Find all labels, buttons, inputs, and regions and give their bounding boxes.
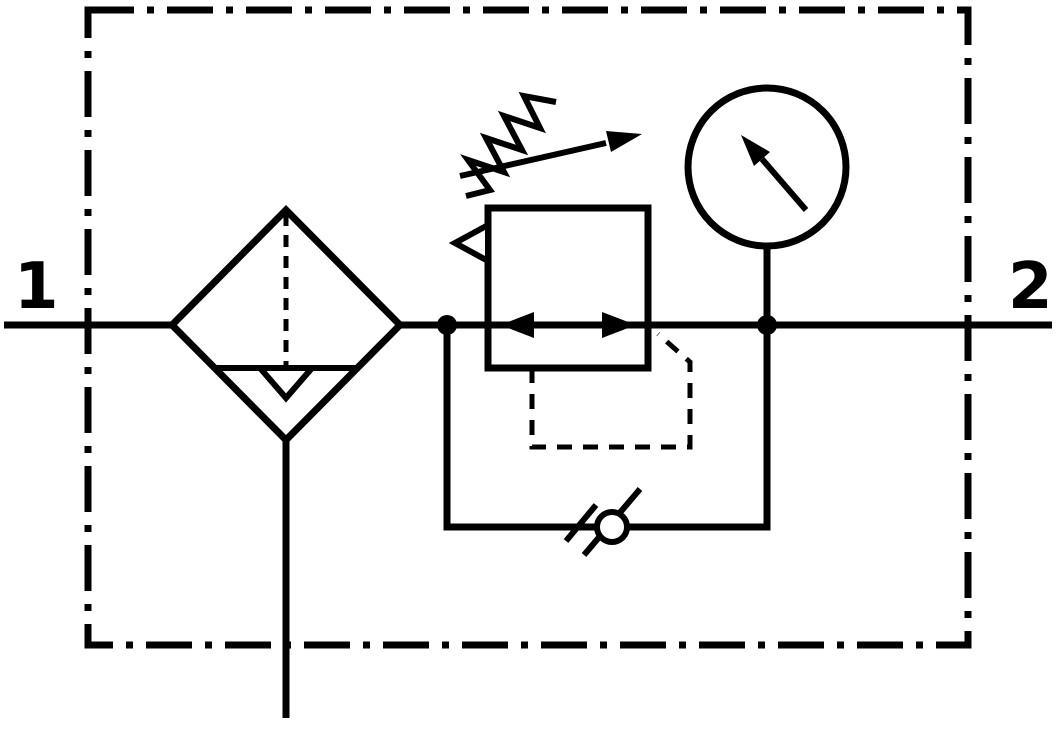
water-separator-triangle-icon xyxy=(253,365,319,403)
check-valve-icon xyxy=(563,487,643,557)
filter-symbol xyxy=(167,205,405,445)
pilot-line xyxy=(529,332,693,450)
gauge-needle-icon xyxy=(741,135,809,212)
junction-dot-right xyxy=(757,315,777,335)
regulator-body xyxy=(484,204,652,372)
spring-icon xyxy=(460,91,557,199)
gauge-symbol xyxy=(684,84,850,325)
check-valve-seat-stub xyxy=(563,503,599,543)
flow-arrow-left-icon xyxy=(500,312,534,338)
regulator-symbol xyxy=(448,91,652,372)
junction-dot-left xyxy=(437,315,457,335)
port-1-label: 1 xyxy=(14,250,59,324)
relief-vent-triangle-icon xyxy=(448,219,491,267)
check-valve-ball-icon xyxy=(594,509,630,545)
adjustment-arrow-icon xyxy=(459,131,642,179)
bypass-branch xyxy=(443,325,771,557)
flow-arrow-right-icon xyxy=(602,312,636,338)
port-2-label: 2 xyxy=(1008,250,1053,324)
